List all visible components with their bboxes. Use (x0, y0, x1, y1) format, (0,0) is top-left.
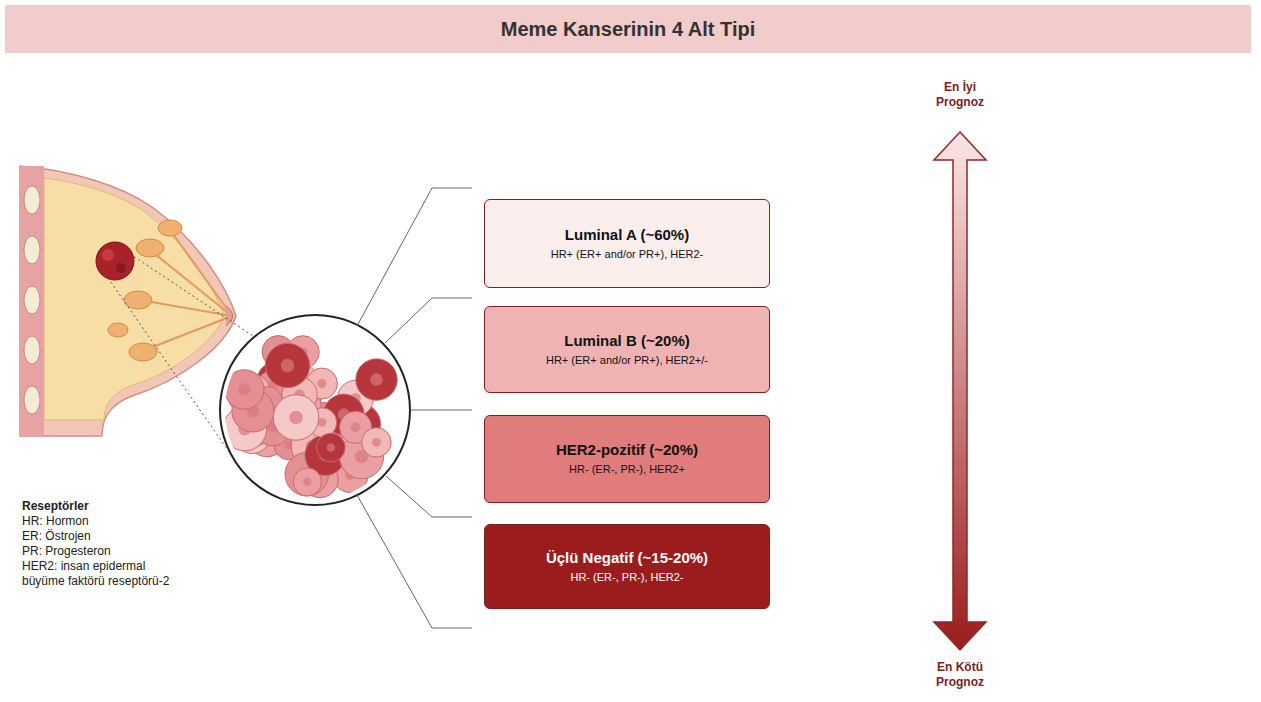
breast-illustration (20, 166, 236, 436)
subtype-box: Luminal A (~60%) HR+ (ER+ and/or PR+), HE… (484, 199, 770, 288)
subtype-name: Üçlü Negatif (~15-20%) (546, 549, 708, 568)
prognosis-label: En Kötü Prognoz (920, 660, 1000, 690)
receptor-status: HR+ (ER+ and/or PR+), HER2+/- (546, 353, 708, 367)
prognosis-label: En İyi Prognoz (920, 80, 1000, 110)
cell-cluster (223, 336, 398, 498)
cell-zoom (220, 315, 410, 505)
receptor-status: HR- (ER-, PR-), HER2- (570, 570, 683, 584)
subtype-name: Luminal A (~60%) (565, 226, 689, 245)
receptor-note: PR: Progesteron (22, 544, 202, 559)
receptor-note: HR: Hormon (22, 514, 202, 529)
subtype-box: HER2-pozitif (~20%) HR- (ER-, PR-), HER2+ (484, 415, 770, 503)
subtype-box: Üçlü Negatif (~15-20%) HR- (ER-, PR-), HE… (484, 524, 770, 609)
subtype-box: Luminal B (~20%) HR+ (ER+ and/or PR+), HE… (484, 306, 770, 393)
receptor-status: HR- (ER-, PR-), HER2+ (569, 462, 685, 476)
receptor-note: HER2: insan epidermal büyüme faktörü res… (22, 559, 172, 589)
prognosis-arrow (934, 132, 986, 650)
title-band: Meme Kanserinin 4 Alt Tipi (5, 5, 1251, 53)
title: Meme Kanserinin 4 Alt Tipi (501, 18, 756, 41)
subtype-name: Luminal B (~20%) (564, 332, 689, 351)
receptor-note: Reseptörler (22, 499, 202, 514)
subtype-name: HER2-pozitif (~20%) (556, 441, 698, 460)
receptor-note: ER: Östrojen (22, 529, 202, 544)
leader-line (357, 188, 472, 628)
receptor-status: HR+ (ER+ and/or PR+), HER2- (551, 247, 704, 261)
